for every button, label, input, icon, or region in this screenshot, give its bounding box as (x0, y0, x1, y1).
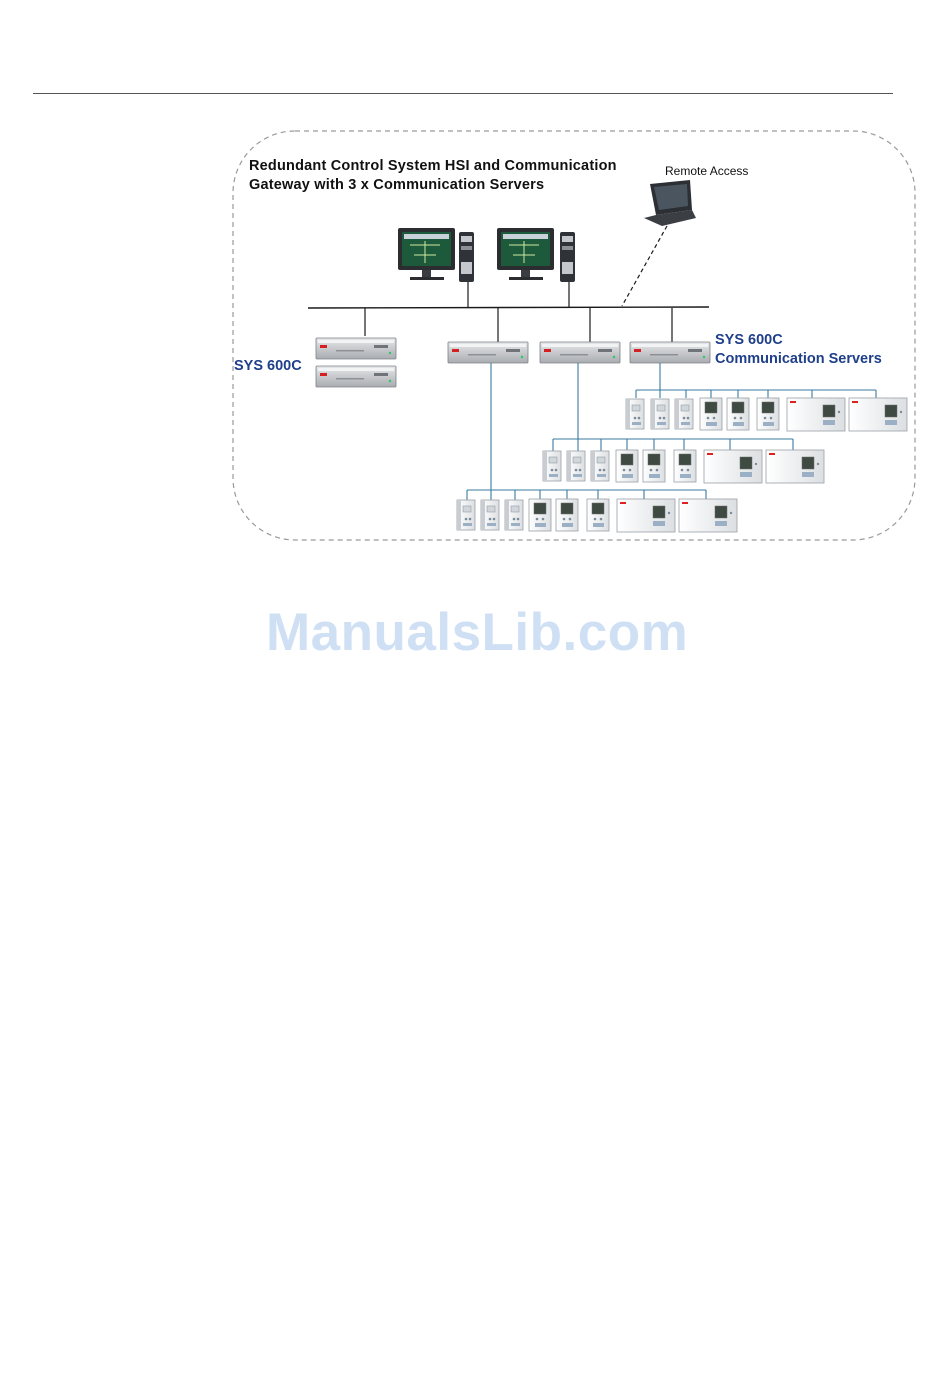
protection-relay-icon (727, 398, 749, 430)
workstation-icon (398, 228, 455, 280)
protection-relay-icon (505, 500, 523, 530)
protection-relay-icon (766, 450, 824, 483)
laptop-icon (644, 180, 696, 226)
rack-server-icon (630, 342, 710, 363)
watermark: ManualsLib.com (266, 602, 688, 663)
protection-relay-icon (556, 499, 578, 531)
protection-relay-icon (643, 450, 665, 482)
protection-relay-icon (457, 500, 475, 530)
protection-relay-icon (679, 499, 737, 532)
protection-relay-icon (849, 398, 907, 431)
protection-relay-icon (543, 451, 561, 481)
rack-server-icon (316, 338, 396, 359)
protection-relay-icon (626, 399, 644, 429)
protection-relay-icon (481, 500, 499, 530)
protection-relay-icon (651, 399, 669, 429)
protection-relay-icon (700, 398, 722, 430)
pc-tower-icon (560, 232, 575, 282)
protection-relay-icon (591, 451, 609, 481)
protection-relay-icon (757, 398, 779, 430)
protection-relay-icon (617, 499, 675, 532)
station-bus (308, 307, 709, 308)
workstation-icon (497, 228, 554, 280)
protection-relay-icon (704, 450, 762, 483)
protection-relay-icon (567, 451, 585, 481)
remote-access-link (622, 226, 667, 306)
protection-relay-icon (616, 450, 638, 482)
protection-relay-icon (529, 499, 551, 531)
rack-server-icon (448, 342, 528, 363)
protection-relay-icon (675, 399, 693, 429)
rack-server-icon (540, 342, 620, 363)
rack-server-icon (316, 366, 396, 387)
protection-relay-icon (587, 499, 609, 531)
protection-relay-icon (787, 398, 845, 431)
protection-relay-icon (674, 450, 696, 482)
pc-tower-icon (459, 232, 474, 282)
